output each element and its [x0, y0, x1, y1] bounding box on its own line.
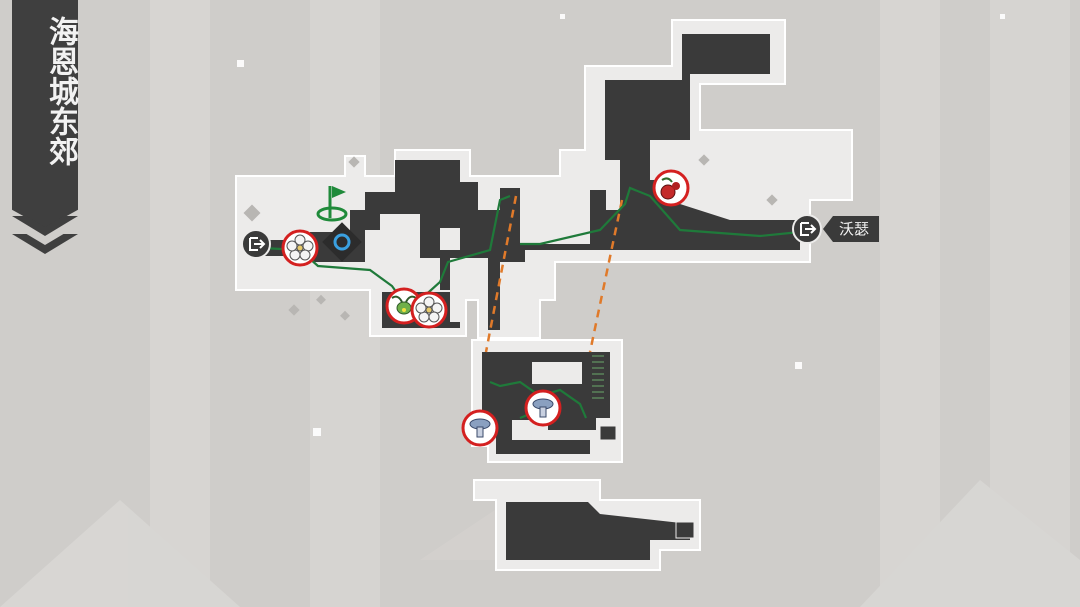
green-bug-icon	[391, 295, 417, 315]
green-flag-icon	[316, 186, 348, 222]
room-connections	[484, 195, 624, 353]
marker-blue-mushroom-1[interactable]	[461, 409, 499, 447]
floating-particles	[237, 14, 1005, 436]
map-room-bottom	[473, 479, 701, 571]
white-flower-icon	[415, 296, 443, 323]
blue-mushroom-icon	[532, 398, 554, 418]
player-position-icon	[322, 222, 362, 262]
exit-west-icon[interactable]	[241, 229, 271, 259]
blue-mushroom-icon	[469, 418, 491, 438]
marker-red-fruit[interactable]	[652, 169, 690, 207]
exit-east-destination-label[interactable]: 沃瑟	[823, 216, 879, 242]
marker-white-flower-2[interactable]	[410, 291, 448, 329]
white-flower-icon	[286, 234, 314, 261]
marker-blue-mushroom-2[interactable]	[524, 389, 562, 427]
exit-east-icon[interactable]	[792, 214, 822, 244]
marker-white-flower-1[interactable]	[281, 229, 319, 267]
area-name-banner	[12, 0, 78, 228]
area-name-title: 海恩城东郊	[43, 16, 78, 166]
red-fruit-icon	[660, 177, 680, 200]
